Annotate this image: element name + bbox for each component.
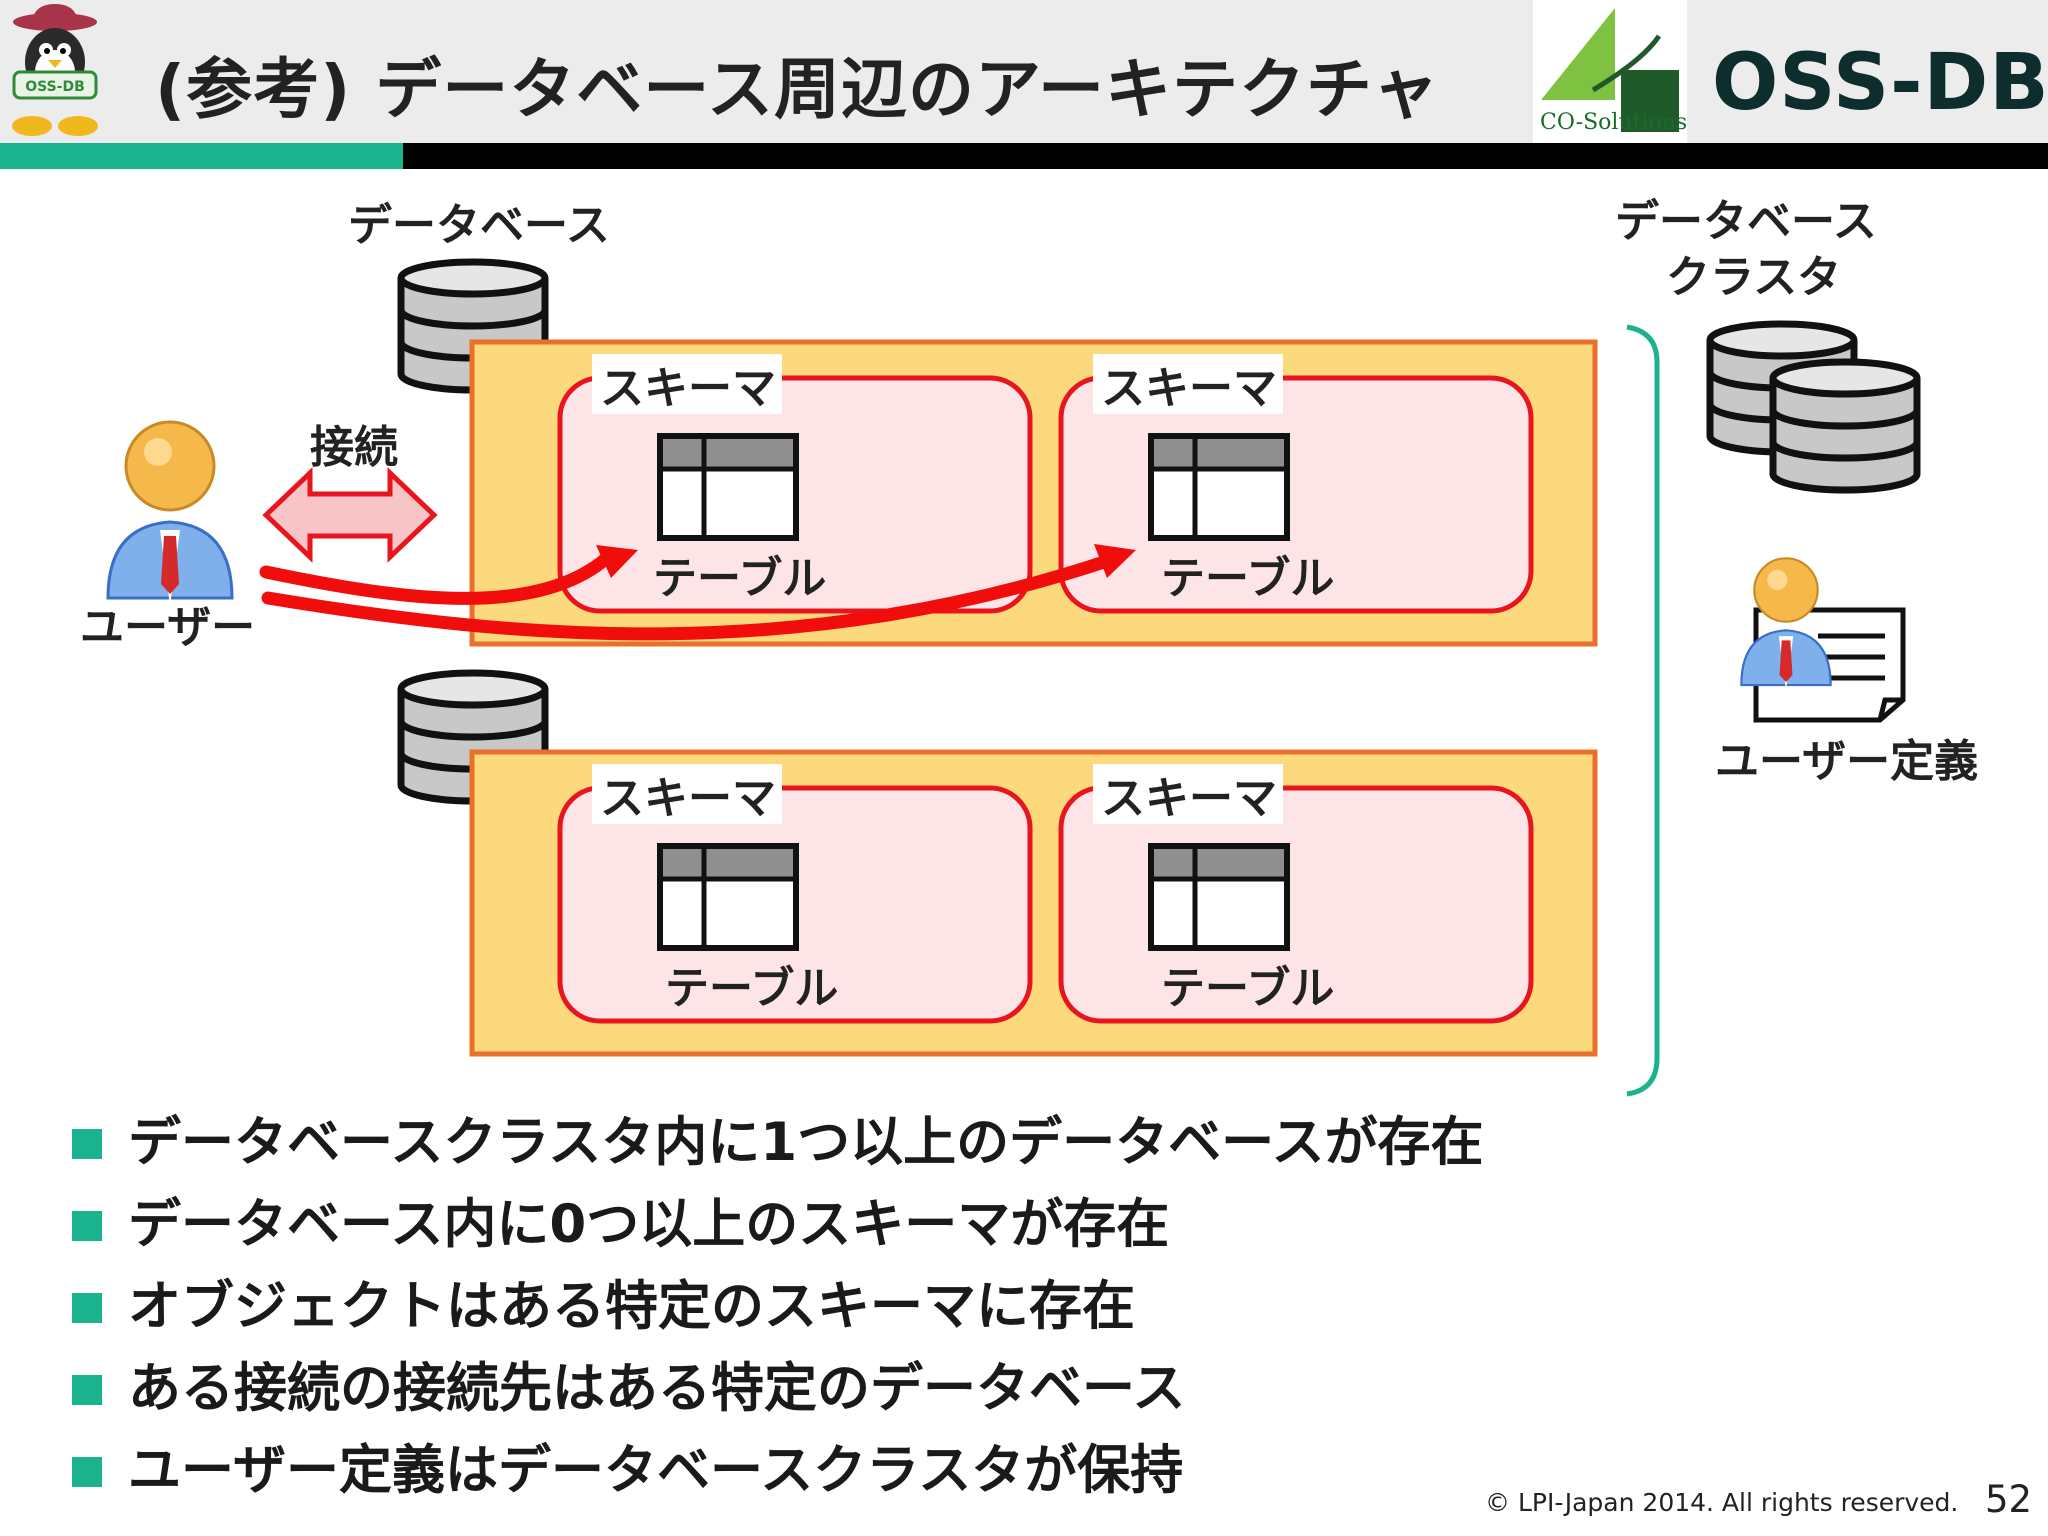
- cluster-bracket: [1626, 324, 1660, 1097]
- bullet-square-icon: [72, 1293, 102, 1323]
- database-label: データベース: [348, 200, 610, 251]
- co-solutions-logo-icon: [1533, 0, 1687, 143]
- table-icon: [660, 436, 796, 538]
- copyright-text: © LPI-Japan 2014. All rights reserved.: [1485, 1488, 1959, 1517]
- header-accent-bar: [0, 143, 403, 169]
- cluster-label-line2: クラスタ: [1666, 252, 1841, 303]
- schema-label: スキーマ: [1101, 363, 1277, 414]
- connection-arrow: [261, 553, 1117, 641]
- user-definition-label: ユーザー定義: [1715, 736, 1978, 787]
- table-icon: [1151, 436, 1287, 538]
- bullet-square-icon: [72, 1375, 102, 1405]
- schema-label: スキーマ: [600, 773, 776, 824]
- connection-double-arrow-icon: [262, 467, 438, 563]
- arrowhead-icon: [596, 545, 638, 578]
- page-title: (参考) データベース周辺のアーキテクチャ: [155, 51, 1440, 128]
- table-label: テーブル: [1161, 963, 1334, 1014]
- table-icon: [660, 846, 796, 948]
- connection-arrow: [259, 548, 617, 605]
- schema-label: スキーマ: [1101, 773, 1277, 824]
- penguin-mascot-icon: OSS-DB: [12, 4, 98, 136]
- page-number: 52: [1985, 1478, 2033, 1521]
- cluster-label-line1: データベース: [1615, 196, 1877, 247]
- user-label: ユーザー: [80, 602, 255, 653]
- bullet-square-icon: [72, 1129, 102, 1159]
- bullet-square-icon: [72, 1457, 102, 1487]
- header-band: [0, 0, 2048, 143]
- header-divider-bar: [403, 143, 2048, 169]
- arrowhead-icon: [1094, 544, 1136, 578]
- co-solutions-logo-text: CO-Solutions: [1540, 110, 1688, 135]
- oss-db-brand-logo: OSS-DB: [1712, 38, 2048, 128]
- mascot-badge: OSS-DB: [25, 79, 85, 95]
- table-label: テーブル: [665, 963, 838, 1014]
- architecture-diagram: データベース スキーマ テーブル スキーマ テーブル スキーマ テーブル スキー…: [80, 196, 1978, 1097]
- bullet-square-icon: [72, 1211, 102, 1241]
- table-label: テーブル: [653, 553, 826, 604]
- table-icon: [1151, 846, 1287, 948]
- database-icon: [1773, 362, 1917, 490]
- table-label: テーブル: [1161, 553, 1334, 604]
- schema-label: スキーマ: [600, 363, 776, 414]
- user-icon: [106, 420, 234, 608]
- connection-label: 接続: [310, 422, 398, 473]
